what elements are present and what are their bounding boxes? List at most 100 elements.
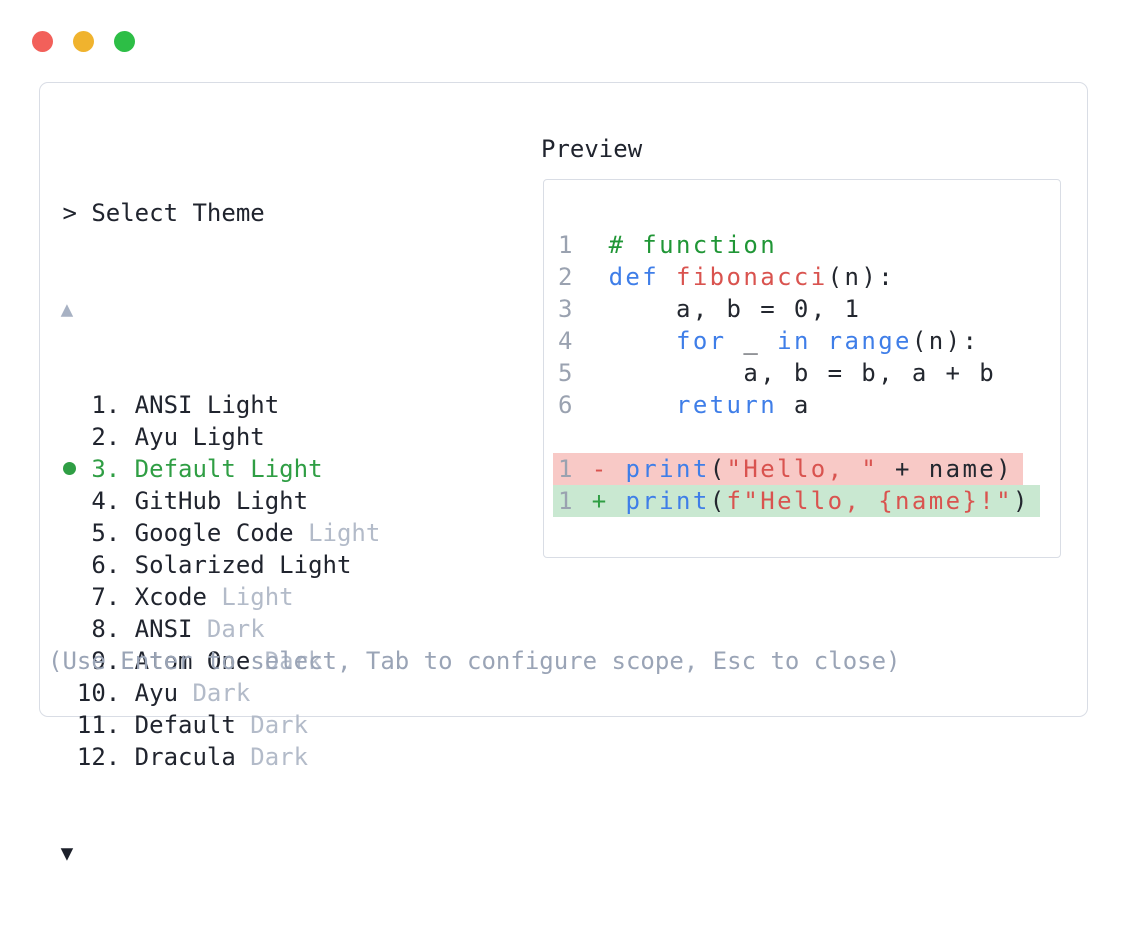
token-kw: return — [675, 391, 778, 419]
token-ln: 5 — [558, 359, 575, 387]
token-kw: range — [827, 327, 912, 355]
token-pl — [811, 327, 828, 355]
theme-item-11[interactable]: 11. Default Dark — [48, 709, 380, 741]
theme-item-variant-label: Light — [308, 519, 381, 547]
theme-item-4[interactable]: 4.GitHub Light — [48, 485, 380, 517]
token-ad: + — [591, 487, 609, 515]
diff-highlight: 1 - print("Hello, " + name) — [553, 453, 1023, 485]
token-pl — [575, 455, 592, 483]
theme-item-number: 9. — [91, 647, 121, 675]
theme-item-number: 3. — [91, 455, 121, 483]
token-pl — [609, 455, 626, 483]
theme-item-label: ANSI — [134, 615, 193, 643]
code-line: 5 a, b = b, a + b — [558, 357, 1040, 389]
theme-item-label: Google Code — [134, 519, 294, 547]
diff-line-removed: 1 - print("Hello, " + name) — [553, 453, 1040, 485]
theme-item-number: 2. — [91, 423, 121, 451]
token-ln: 6 — [558, 391, 575, 419]
token-ln: 2 — [558, 263, 575, 291]
theme-item-number: 10. — [76, 679, 121, 707]
code-line: 3 a, b = 0, 1 — [558, 293, 1040, 325]
theme-item-variant-label: Dark — [250, 743, 309, 771]
theme-item-6[interactable]: 6.Solarized Light — [48, 549, 380, 581]
theme-item-label: Default Light — [134, 455, 323, 483]
token-kw: def — [608, 263, 660, 291]
theme-item-variant-label: Dark — [206, 615, 265, 643]
scroll-up-icon[interactable]: ▲ — [60, 297, 74, 321]
theme-item-label: Atom One — [134, 647, 251, 675]
token-pl: ) — [1012, 487, 1030, 515]
token-pl: + name) — [878, 455, 1013, 483]
theme-item-number: 1. — [91, 391, 121, 419]
token-pl — [575, 391, 676, 419]
token-pl: ( — [709, 455, 727, 483]
token-pl: (n): — [911, 327, 980, 355]
token-kw: print — [625, 487, 710, 515]
theme-item-9[interactable]: 9. Atom One Dark — [48, 645, 380, 677]
selected-indicator-dot — [62, 462, 76, 475]
theme-item-label: Xcode — [134, 583, 207, 611]
token-kw: print — [625, 455, 710, 483]
theme-item-number: 8. — [91, 615, 121, 643]
token-kw: in — [777, 327, 811, 355]
token-st: f"Hello, {name}!" — [726, 487, 1013, 515]
theme-item-1[interactable]: 1.ANSI Light — [48, 389, 380, 421]
code-line: 1 # function — [558, 229, 1040, 261]
window-controls — [32, 31, 135, 52]
theme-item-3[interactable]: 3. Default Light — [48, 453, 380, 485]
theme-item-2[interactable]: 2. Ayu Light — [48, 421, 380, 453]
theme-item-variant-label: Dark — [192, 679, 251, 707]
minimize-button[interactable] — [73, 31, 94, 52]
token-fn: fibonacci — [675, 263, 828, 291]
theme-item-label: Dracula — [134, 743, 236, 771]
theme-item-number: 7. — [91, 583, 121, 611]
theme-item-7[interactable]: 7. Xcode Light — [48, 581, 380, 613]
theme-item-12[interactable]: 12. Dracula Dark — [48, 741, 380, 773]
token-pl — [575, 327, 676, 355]
token-pl — [575, 231, 609, 259]
scroll-down-icon[interactable]: ▼ — [60, 841, 74, 865]
theme-item-number: 11. — [76, 711, 121, 739]
token-pl — [575, 487, 592, 515]
selected-indicator-column — [48, 453, 77, 485]
preview-title: Preview — [541, 135, 643, 163]
theme-item-variant-label: Dark — [264, 647, 323, 675]
theme-item-8[interactable]: 8. ANSI Dark — [48, 613, 380, 645]
code-line: 4 for _ in range(n): — [558, 325, 1040, 357]
token-ln: 1 — [558, 455, 575, 483]
close-button[interactable] — [32, 31, 53, 52]
token-kw: for — [675, 327, 727, 355]
token-pl: ( — [709, 487, 727, 515]
theme-item-label: Ayu — [134, 679, 179, 707]
token-pl — [575, 263, 609, 291]
keyboard-hint: (Use Enter to select, Tab to configure s… — [48, 647, 901, 675]
theme-item-label: GitHub Light — [134, 487, 309, 515]
token-ln: 1 — [558, 487, 575, 515]
token-ln: 3 — [558, 295, 575, 323]
token-ln: 1 — [558, 231, 575, 259]
theme-item-number: 12. — [76, 743, 121, 771]
token-pl: a, b = 0, 1 — [574, 295, 862, 323]
code-line: 6 return a — [558, 389, 1040, 421]
token-pl — [609, 487, 626, 515]
theme-item-label: Default — [134, 711, 236, 739]
theme-item-variant-label: Dark — [250, 711, 309, 739]
token-pl: a, b = b, a + b — [574, 359, 997, 387]
token-rm: - — [591, 455, 609, 483]
theme-item-variant-label: Light — [221, 583, 294, 611]
token-pl: (n): — [827, 263, 896, 291]
theme-item-label: Solarized Light — [134, 551, 352, 579]
token-ln: 4 — [558, 327, 575, 355]
code-line — [558, 421, 1040, 453]
token-pl: _ — [726, 327, 778, 355]
theme-item-10[interactable]: 10. Ayu Dark — [48, 677, 380, 709]
theme-item-label: Ayu Light — [134, 423, 265, 451]
token-pl: a — [777, 391, 811, 419]
select-theme-prompt: > Select Theme — [62, 199, 265, 227]
zoom-button[interactable] — [114, 31, 135, 52]
